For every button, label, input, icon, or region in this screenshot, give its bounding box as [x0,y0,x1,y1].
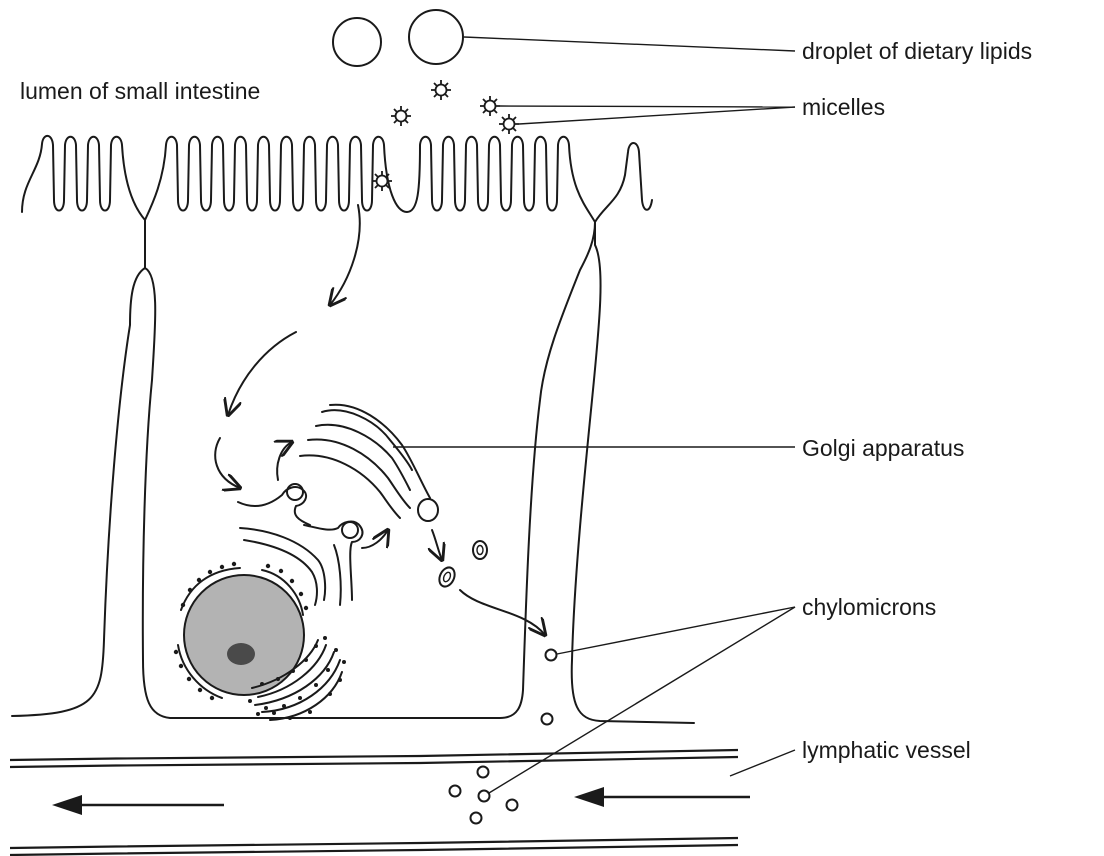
nucleus [174,562,308,700]
lipid-droplets [333,10,463,66]
golgi-apparatus [300,405,487,589]
labels: droplet of dietary lipids lumen of small… [20,38,1032,763]
lipid-droplet [409,10,463,64]
chylomicron [479,791,490,802]
micelles-leader [500,106,795,107]
chylomicron [507,800,518,811]
lymphatic-vessel-label: lymphatic vessel [802,737,971,763]
nucleus-body [184,575,304,695]
chylomicron [546,650,557,661]
lymph-flow-arrows [52,787,750,815]
chylomicron [450,786,461,797]
chylomicrons-leader [557,607,795,654]
chylomicron-vesicle [436,565,457,589]
micelle [431,80,451,100]
lipid-droplet [333,18,381,66]
chylomicron [478,767,489,778]
droplet-label: droplet of dietary lipids [802,38,1032,64]
microvilli-brush-border [22,136,652,222]
lymphatic-vessel-walls [10,750,738,855]
left-cell-border [12,220,145,716]
micelles-label: micelles [802,94,885,120]
chylomicron [542,714,553,725]
micelle [391,106,411,126]
golgi-vesicle [418,499,438,521]
micelles-leader [519,107,795,124]
lumen-label: lumen of small intestine [20,78,260,104]
chylomicrons-group [450,650,557,824]
droplet-leader [464,37,795,51]
chylomicron-vesicle [473,541,487,559]
chylomicrons-leader [489,607,795,793]
lymphatic-leader [730,750,795,776]
nucleolus [227,643,255,665]
micelle [499,114,519,134]
micelles-group [372,80,519,191]
golgi-label: Golgi apparatus [802,435,964,461]
micelle [480,96,500,116]
chylomicrons-label: chylomicrons [802,594,936,620]
chylomicron [471,813,482,824]
